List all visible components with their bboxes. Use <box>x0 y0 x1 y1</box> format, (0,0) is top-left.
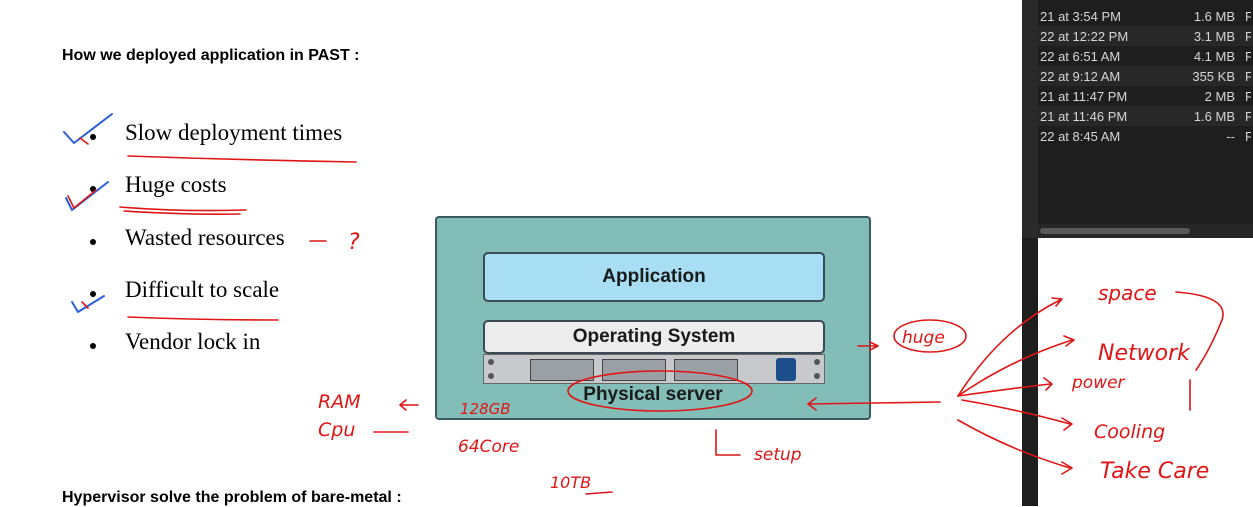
bullet-dot <box>90 134 96 140</box>
bullet-dot <box>90 186 96 192</box>
screw-icon <box>488 359 494 365</box>
file-size: 1.6 MB <box>1193 109 1235 124</box>
date-modified: 22 at 12:22 PM <box>1040 29 1129 44</box>
bullet-dot <box>90 343 96 349</box>
bullet-dot <box>90 291 96 297</box>
screw-icon <box>488 373 494 379</box>
scrollbar-thumb[interactable] <box>1040 228 1190 234</box>
file-size: 3.1 MB <box>1193 29 1235 44</box>
operating-system-layer: Operating System <box>483 320 825 354</box>
bullet-label: Huge costs <box>125 172 227 197</box>
drive-bay <box>602 359 666 381</box>
file-kind: F <box>1245 9 1251 24</box>
list-item[interactable]: 22 at 9:12 AM 355 KB F <box>1038 66 1253 86</box>
date-modified: 22 at 6:51 AM <box>1040 49 1121 64</box>
list-item[interactable]: 21 at 11:47 PM 2 MB F <box>1038 86 1253 106</box>
heading-past-deployment: How we deployed application in PAST : <box>62 47 360 64</box>
bullet-dot <box>90 239 96 245</box>
file-kind: F <box>1245 49 1251 64</box>
file-kind: F <box>1245 129 1251 144</box>
list-item[interactable]: 22 at 6:51 AM 4.1 MB F <box>1038 46 1253 66</box>
application-layer: Application <box>483 252 825 302</box>
list-item[interactable]: 22 at 8:45 AM -- F <box>1038 126 1253 146</box>
bullet-label: Wasted resources <box>125 225 285 250</box>
document-page: How we deployed application in PAST : Sl… <box>62 47 871 506</box>
heading-hypervisor: Hypervisor solve the problem of bare-met… <box>62 489 402 506</box>
file-size: 355 KB <box>1192 69 1235 84</box>
physical-server-layer: Physical server <box>583 384 723 405</box>
drive-bay <box>674 359 738 381</box>
bullet-label: Vendor lock in <box>125 329 261 354</box>
window-edge <box>1022 238 1038 506</box>
horizontal-scrollbar[interactable] <box>1038 224 1253 238</box>
drive-bay <box>530 359 594 381</box>
file-size: 1.6 MB <box>1193 9 1235 24</box>
list-item[interactable]: 21 at 11:46 PM 1.6 MB F <box>1038 106 1253 126</box>
file-kind: F <box>1245 109 1251 124</box>
file-size: 2 MB <box>1204 89 1235 104</box>
power-button-icon <box>776 358 796 381</box>
date-modified: 21 at 11:47 PM <box>1040 89 1128 104</box>
date-modified: 22 at 8:45 AM <box>1040 129 1121 144</box>
file-size: 4.1 MB <box>1193 49 1235 64</box>
screw-icon <box>814 359 820 365</box>
file-list[interactable]: 21 at 3:54 PM 1.6 MB F 22 at 12:22 PM 3.… <box>1038 0 1253 238</box>
list-item[interactable]: 22 at 12:22 PM 3.1 MB F <box>1038 26 1253 46</box>
server-rack-image <box>483 354 825 384</box>
list-item[interactable]: 21 at 3:54 PM 1.6 MB F <box>1038 6 1253 26</box>
date-modified: 21 at 11:46 PM <box>1040 109 1128 124</box>
physical-server-diagram: Application Operating System Physical se… <box>435 216 871 420</box>
whiteboard-area <box>1038 238 1253 506</box>
file-size: -- <box>1226 129 1235 144</box>
bullet-label: Slow deployment times <box>125 120 343 145</box>
date-modified: 21 at 3:54 PM <box>1040 9 1121 24</box>
file-kind: F <box>1245 29 1251 44</box>
bullet-label: Difficult to scale <box>125 277 280 302</box>
screw-icon <box>814 373 820 379</box>
file-kind: F <box>1245 89 1251 104</box>
finder-window: 21 at 3:54 PM 1.6 MB F 22 at 12:22 PM 3.… <box>1022 0 1253 506</box>
file-kind: F <box>1245 69 1251 84</box>
date-modified: 22 at 9:12 AM <box>1040 69 1121 84</box>
